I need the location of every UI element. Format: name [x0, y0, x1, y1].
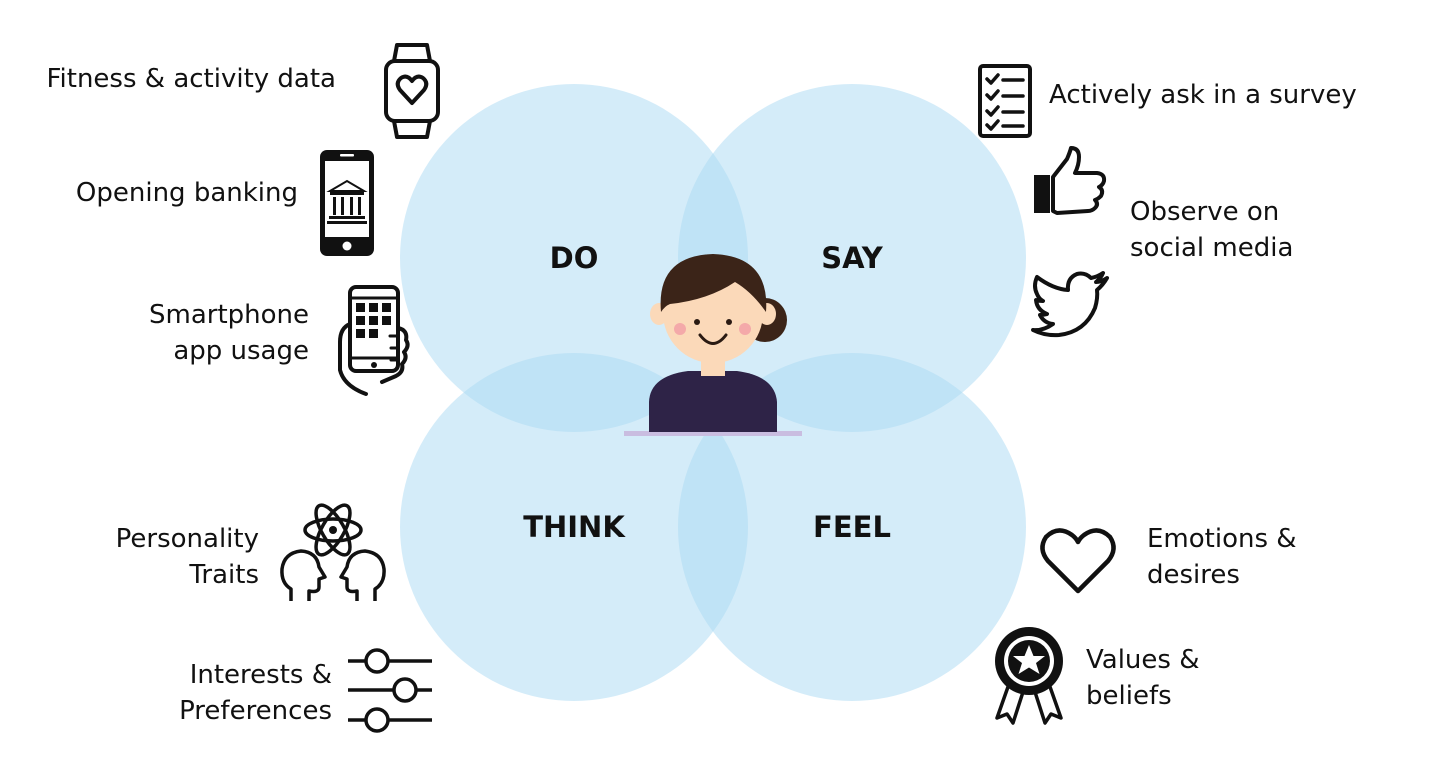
label-emotions-desires: Emotions & desires — [1147, 524, 1297, 590]
heart-outline-icon — [1040, 527, 1116, 595]
phone-bank-icon — [318, 148, 376, 258]
label-fitness-data: Fitness & activity data — [46, 64, 336, 94]
floor-line — [624, 431, 802, 436]
checklist-icon — [978, 64, 1032, 138]
person-cheek-right — [739, 323, 751, 335]
circle-think — [400, 353, 748, 701]
circle-say — [678, 84, 1026, 432]
label-personality-traits: Personality Traits — [115, 524, 259, 590]
label-do: DO — [550, 241, 599, 275]
label-say: SAY — [821, 241, 884, 275]
person-torso — [649, 371, 777, 432]
circle-feel — [678, 353, 1026, 701]
atom-heads-icon — [279, 503, 387, 605]
sliders-icon — [348, 645, 432, 737]
label-think: THINK — [523, 510, 626, 544]
person-eye-right — [726, 319, 732, 325]
award-ribbon-icon — [993, 626, 1065, 725]
bird-icon — [1031, 271, 1109, 338]
person-smile — [698, 333, 728, 345]
person-hair — [660, 254, 767, 312]
label-feel: FEEL — [813, 510, 891, 544]
smartwatch-heart-icon — [383, 43, 441, 139]
label-opening-banking: Opening banking — [75, 178, 298, 208]
label-interests-preferences: Interests & Preferences — [179, 660, 332, 726]
person-illustration — [624, 254, 802, 436]
label-values-beliefs: Values & beliefs — [1086, 645, 1200, 711]
person-cheek-left — [674, 323, 686, 335]
thumbs-up-icon — [1033, 146, 1107, 217]
circle-do — [400, 84, 748, 432]
label-survey: Actively ask in a survey — [1049, 80, 1357, 110]
person-eye-left — [694, 319, 700, 325]
label-social-media: Observe on social media — [1130, 197, 1294, 263]
label-smartphone-usage: Smartphone app usage — [148, 300, 309, 366]
hand-holding-phone-icon — [336, 284, 410, 396]
